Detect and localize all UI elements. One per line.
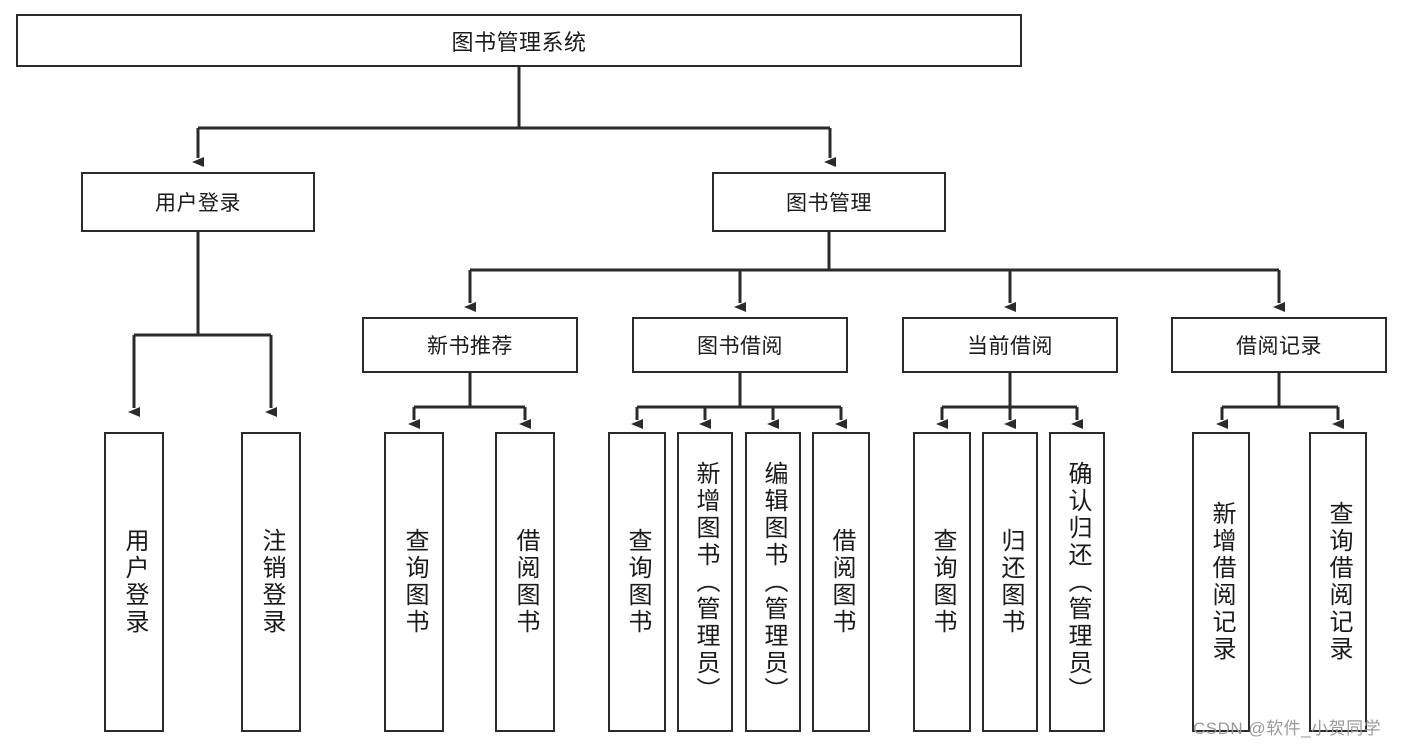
node-label: 借阅图书 <box>828 528 855 636</box>
leaf-record-add[interactable]: 新增借阅记录 <box>1192 432 1250 732</box>
node-label: 新书推荐 <box>427 335 513 358</box>
leaf-user-login-logout[interactable]: 注销登录 <box>241 432 301 732</box>
leaf-borrow-borrow-book[interactable]: 借阅图书 <box>812 432 870 732</box>
leaf-current-query-book[interactable]: 查询图书 <box>913 432 971 732</box>
node-book-borrow[interactable]: 图书借阅 <box>632 317 848 373</box>
node-label: 图书管理 <box>786 192 872 215</box>
leaf-user-login-login[interactable]: 用户登录 <box>104 432 164 732</box>
node-label: 查询图书 <box>401 528 428 636</box>
node-label: 确认归还（管理员） <box>1064 460 1091 704</box>
node-label: 借阅图书 <box>512 528 539 636</box>
leaf-borrow-add-book-admin[interactable]: 新增图书（管理员） <box>677 432 733 732</box>
leaf-current-return-book[interactable]: 归还图书 <box>982 432 1038 732</box>
node-borrow-record[interactable]: 借阅记录 <box>1171 317 1387 373</box>
leaf-new-book-borrow[interactable]: 借阅图书 <box>495 432 555 732</box>
node-label: 用户登录 <box>155 192 241 215</box>
node-label: 用户登录 <box>121 528 148 636</box>
node-label: 新增图书（管理员） <box>692 460 719 704</box>
leaf-current-confirm-return-admin[interactable]: 确认归还（管理员） <box>1049 432 1105 732</box>
node-label: 新增借阅记录 <box>1208 501 1235 663</box>
leaf-new-book-query[interactable]: 查询图书 <box>384 432 444 732</box>
node-root-system[interactable]: 图书管理系统 <box>16 14 1022 67</box>
node-label: 归还图书 <box>997 528 1024 636</box>
node-label: 查询借阅记录 <box>1325 501 1352 663</box>
node-label: 查询图书 <box>929 528 956 636</box>
node-label: 借阅记录 <box>1236 335 1322 358</box>
node-label: 注销登录 <box>258 528 285 636</box>
node-label: 编辑图书（管理员） <box>760 460 787 704</box>
node-new-book-recommend[interactable]: 新书推荐 <box>362 317 578 373</box>
node-label: 查询图书 <box>624 528 651 636</box>
node-label: 图书管理系统 <box>451 29 587 55</box>
node-label: 当前借阅 <box>967 335 1053 358</box>
leaf-record-query[interactable]: 查询借阅记录 <box>1309 432 1367 732</box>
node-label: 图书借阅 <box>697 335 783 358</box>
node-current-borrow[interactable]: 当前借阅 <box>902 317 1118 373</box>
leaf-borrow-edit-book-admin[interactable]: 编辑图书（管理员） <box>745 432 801 732</box>
watermark-text: CSDN @软件_小贺同学 <box>1193 719 1382 738</box>
node-user-login[interactable]: 用户登录 <box>81 172 315 232</box>
leaf-borrow-query-book[interactable]: 查询图书 <box>608 432 666 732</box>
node-book-management[interactable]: 图书管理 <box>712 172 946 232</box>
